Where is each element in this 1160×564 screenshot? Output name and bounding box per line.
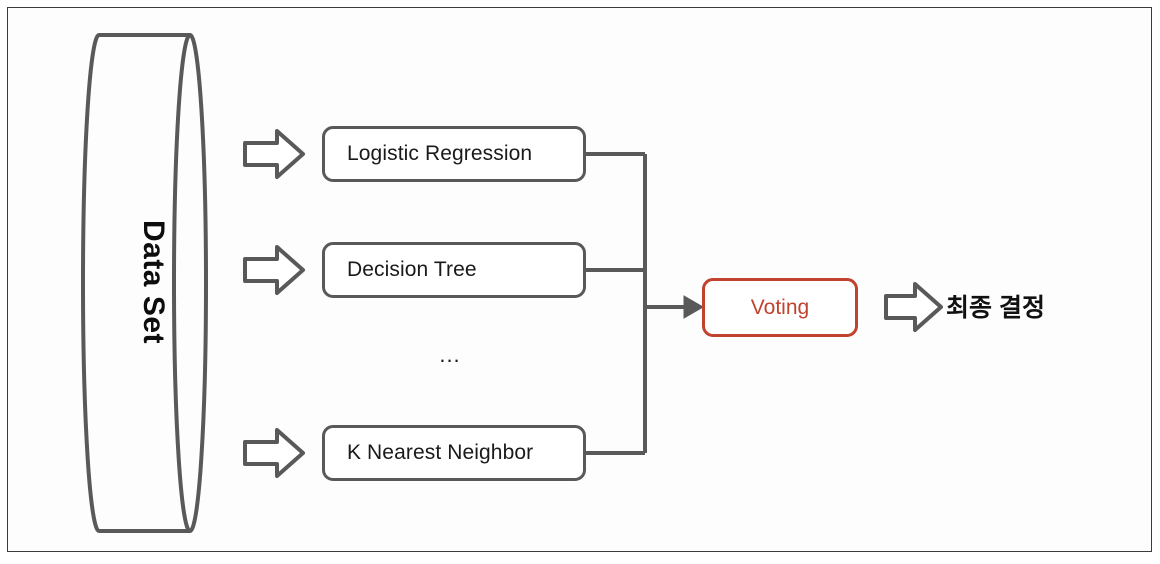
model-box-decision-tree[interactable]: Decision Tree bbox=[322, 242, 586, 298]
final-decision-label: 최종 결정 bbox=[946, 294, 1045, 322]
model-box-k-nearest-neighbor[interactable]: K Nearest Neighbor bbox=[322, 425, 586, 481]
model-label: K Nearest Neighbor bbox=[347, 441, 534, 464]
model-label: Decision Tree bbox=[347, 258, 477, 281]
voting-label: Voting bbox=[750, 295, 810, 319]
feed-arrow-2-icon bbox=[243, 245, 305, 295]
feed-arrow-1-icon bbox=[243, 129, 305, 179]
models-ellipsis: ... bbox=[439, 342, 461, 367]
connector-voting-arrow bbox=[645, 295, 704, 319]
dataset-cylinder-icon bbox=[81, 33, 208, 533]
model-label: Logistic Regression bbox=[347, 142, 533, 165]
dataset-label: Data Set bbox=[137, 219, 170, 345]
model-box-logistic-regression[interactable]: Logistic Regression bbox=[322, 126, 586, 182]
voting-box[interactable]: Voting bbox=[702, 278, 858, 337]
feed-arrow-3-icon bbox=[243, 428, 305, 478]
output-arrow-icon bbox=[884, 282, 943, 332]
